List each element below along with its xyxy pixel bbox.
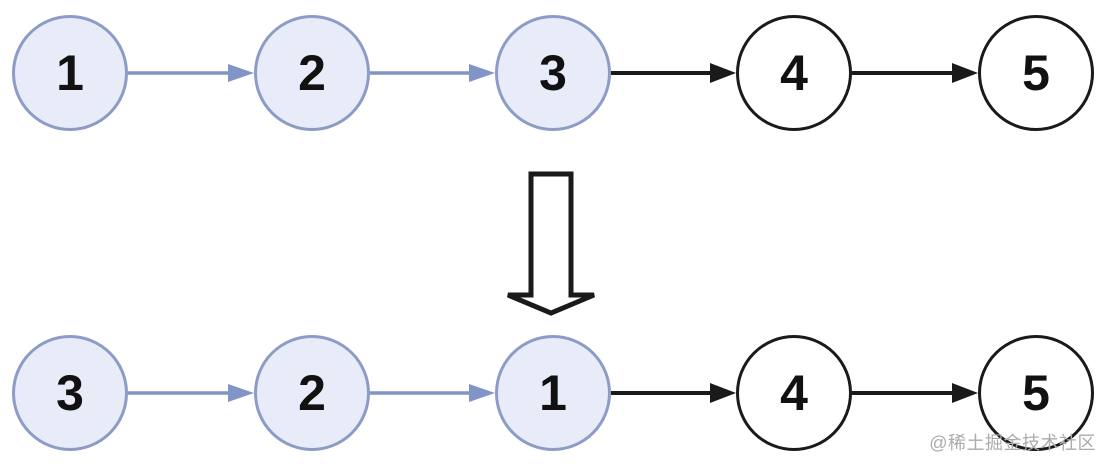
list-node: 4 — [736, 15, 852, 131]
next-pointer-arrow-top-4-5 — [852, 63, 978, 83]
list-node: 2 — [254, 335, 370, 451]
next-pointer-arrow-top-1-2 — [128, 64, 254, 82]
next-pointer-arrow-top-3-4 — [611, 63, 736, 83]
list-node: 5 — [978, 335, 1094, 451]
next-pointer-arrow-bottom-2-1 — [370, 384, 495, 402]
next-pointer-arrow-top-2-3 — [370, 64, 495, 82]
list-node: 2 — [254, 15, 370, 131]
next-pointer-arrow-bottom-3-2 — [128, 384, 254, 402]
transform-down-arrow-icon — [507, 171, 595, 316]
list-node: 3 — [12, 335, 128, 451]
list-node: 5 — [978, 15, 1094, 131]
watermark: @稀土掘金技术社区 — [929, 433, 1096, 453]
next-pointer-arrow-bottom-1-4 — [611, 383, 736, 403]
list-node: 1 — [12, 15, 128, 131]
next-pointer-arrow-bottom-4-5 — [852, 383, 978, 403]
list-node: 4 — [736, 335, 852, 451]
list-node: 3 — [495, 15, 611, 131]
list-node: 1 — [495, 335, 611, 451]
